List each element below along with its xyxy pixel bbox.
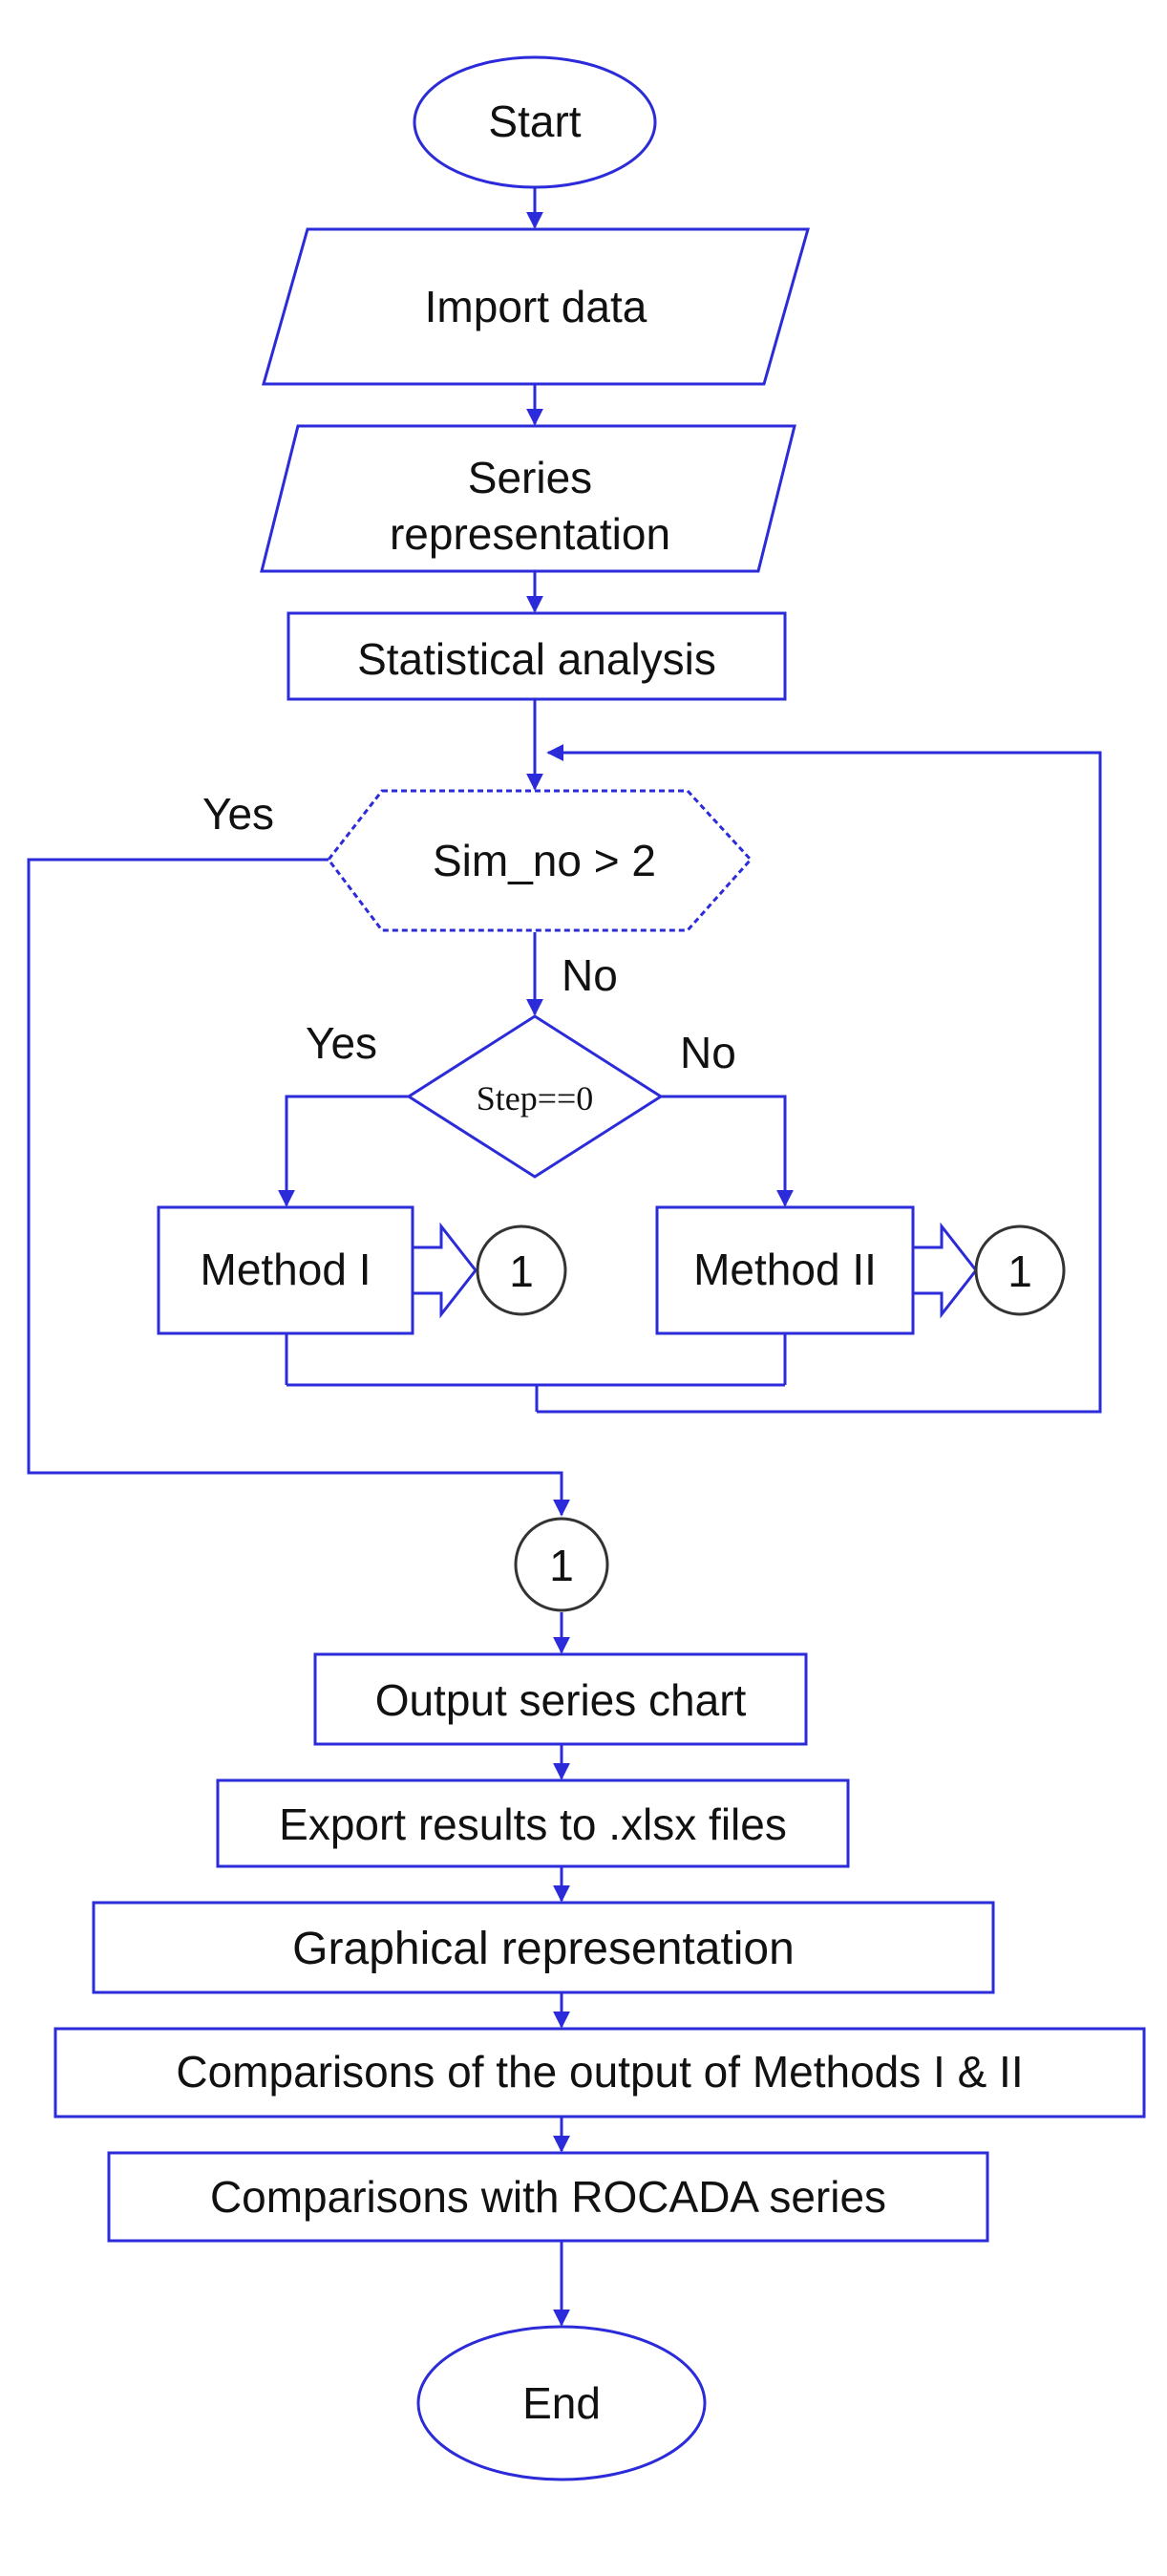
method-1-output-arrow-icon — [411, 1222, 477, 1319]
end-label: End — [522, 2378, 601, 2428]
main-connector-label: 1 — [549, 1541, 574, 1590]
series-representation-line2: representation — [390, 509, 670, 559]
method-2-process: Method II — [655, 1205, 915, 1335]
series-representation-line1: Series — [468, 453, 592, 502]
label-step-no: No — [680, 1028, 736, 1077]
comparisons-methods-label: Comparisons of the output of Methods I &… — [176, 2047, 1023, 2097]
graphical-representation-process: Graphical representation — [92, 1901, 995, 1994]
main-connector: 1 — [514, 1517, 609, 1612]
label-step-yes: Yes — [306, 1018, 377, 1068]
method-1-connector: 1 — [476, 1224, 567, 1316]
label-sim-yes: Yes — [202, 789, 274, 839]
start-terminal: Start — [413, 55, 657, 189]
method-1-process: Method I — [157, 1205, 414, 1335]
edges — [27, 187, 1102, 2327]
method-2-output-arrow-icon — [911, 1222, 978, 1319]
statistical-analysis-label: Statistical analysis — [357, 634, 716, 684]
label-sim-no: No — [562, 950, 618, 1000]
edge-loop-back — [537, 744, 1102, 1414]
output-series-chart-process: Output series chart — [313, 1652, 808, 1746]
series-representation-io: Series representation — [260, 424, 796, 573]
decision-step-label: Step==0 — [477, 1079, 594, 1118]
statistical-analysis-process: Statistical analysis — [286, 611, 787, 701]
import-data-io: Import data — [262, 227, 810, 386]
edge-sim-yes — [27, 858, 570, 1517]
method-1-label: Method I — [201, 1245, 371, 1294]
start-label: Start — [488, 96, 581, 146]
method-2-connector: 1 — [974, 1224, 1066, 1316]
output-series-chart-label: Output series chart — [375, 1675, 747, 1725]
decision-sim-label: Sim_no > 2 — [433, 836, 656, 885]
import-data-label: Import data — [425, 282, 647, 331]
method-2-label: Method II — [693, 1245, 877, 1294]
comparisons-rocada-label: Comparisons with ROCADA series — [210, 2172, 886, 2222]
decision-sim-no: Sim_no > 2 — [327, 789, 753, 932]
edge-step-no — [661, 1095, 794, 1207]
decision-step: Step==0 — [406, 1014, 664, 1179]
export-results-process: Export results to .xlsx files — [216, 1778, 850, 1868]
edge-step-yes — [278, 1095, 409, 1207]
export-results-label: Export results to .xlsx files — [279, 1799, 787, 1849]
method-1-connector-label: 1 — [509, 1246, 534, 1296]
graphical-representation-label: Graphical representation — [292, 1924, 795, 1974]
comparisons-methods-process: Comparisons of the output of Methods I &… — [53, 2027, 1146, 2118]
end-terminal: End — [416, 2325, 707, 2481]
comparisons-rocada-process: Comparisons with ROCADA series — [107, 2151, 989, 2243]
method-2-connector-label: 1 — [1008, 1246, 1032, 1296]
